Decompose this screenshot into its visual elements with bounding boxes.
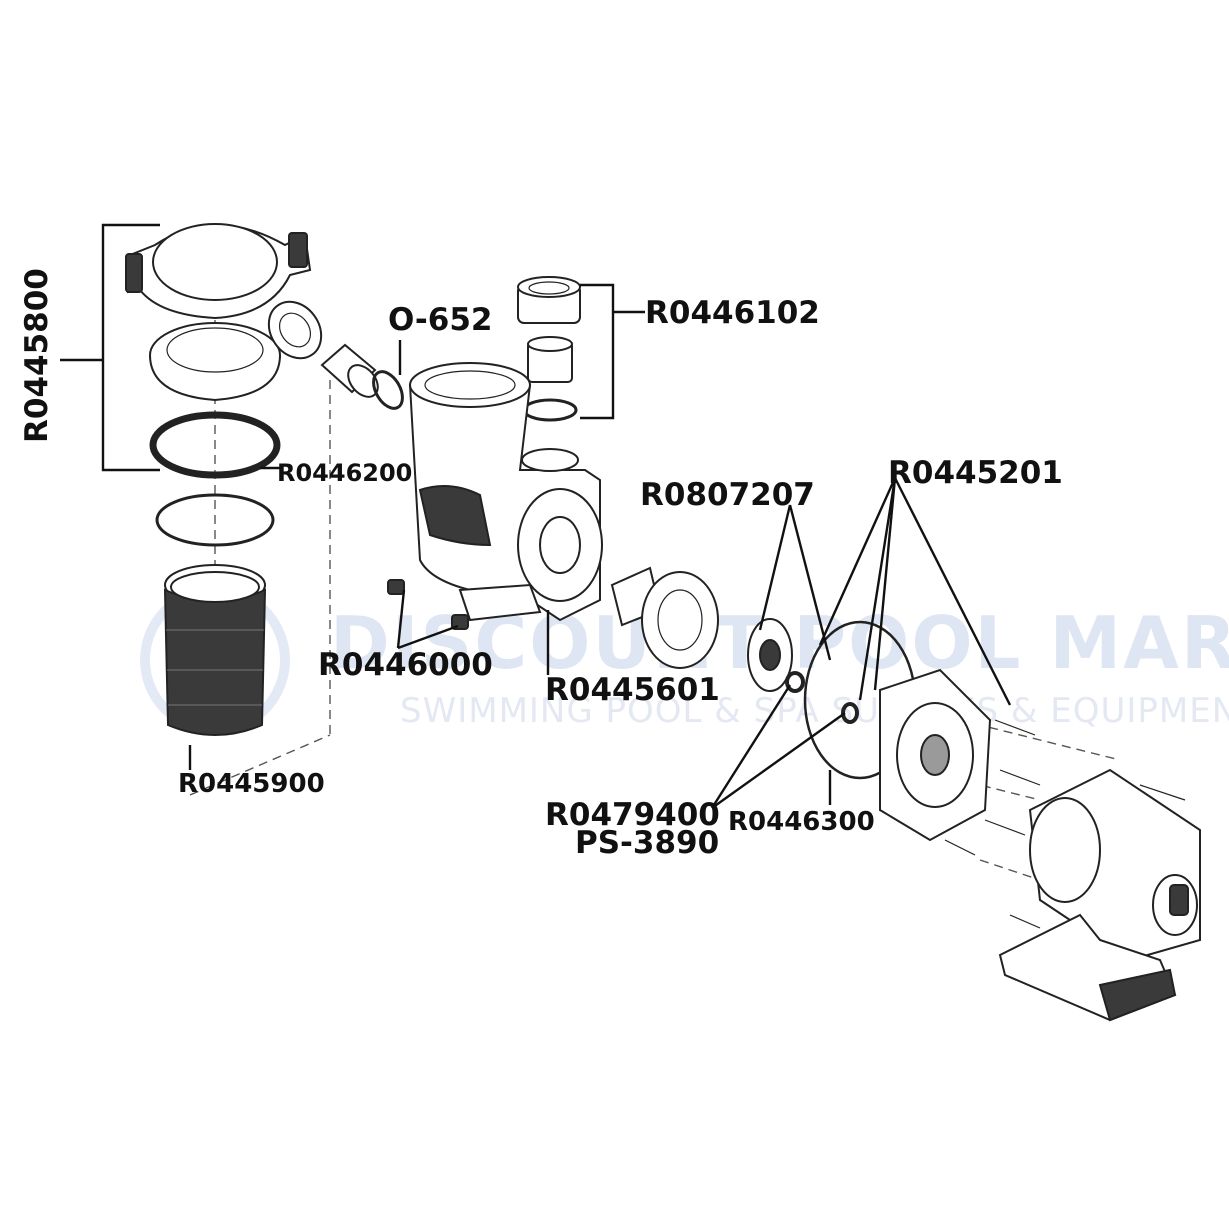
seal-plate	[879, 668, 992, 842]
motor-base	[998, 913, 1177, 1022]
label-seal-plate-kit: R0445201	[888, 455, 1063, 491]
oring-652-shape	[372, 370, 404, 410]
motor	[1028, 768, 1201, 962]
label-impeller: R0807207	[640, 477, 815, 513]
watermark-tagline: SWIMMING POOL & SPA SUPPLIES & EQUIPMENT	[400, 691, 1229, 731]
part-labels: R0445800 R0446200 R0445900 O-652 R044610…	[19, 268, 1063, 861]
impeller	[747, 618, 805, 693]
union-set-top	[517, 276, 581, 422]
label-shaft-seal-alt: PS-3890	[575, 825, 719, 861]
pump-lid	[149, 322, 281, 402]
label-gasket: R0446300	[728, 807, 875, 837]
pump-housing	[408, 362, 603, 622]
strainer-basket	[163, 564, 267, 736]
label-lid-oring: R0446200	[277, 459, 412, 487]
lid-lock-ring	[125, 223, 312, 320]
label-diffuser: R0445601	[545, 672, 720, 708]
drain-plugs	[387, 579, 469, 630]
leader-lines	[60, 223, 1012, 809]
union-nut-left	[267, 300, 323, 360]
label-union-kit: R0446102	[645, 295, 820, 331]
bolts	[944, 719, 1186, 929]
label-oring-652: O-652	[388, 302, 493, 338]
label-drain-plug: R0446000	[318, 647, 493, 683]
label-basket: R0445900	[178, 769, 325, 799]
union-tailpiece-left	[320, 343, 379, 398]
diffuser	[610, 566, 719, 669]
basket-gasket	[155, 493, 275, 547]
lid-oring	[149, 411, 281, 479]
label-lid-assembly: R0445800	[19, 268, 55, 443]
label-shaft-seal: R0479400	[545, 797, 720, 833]
